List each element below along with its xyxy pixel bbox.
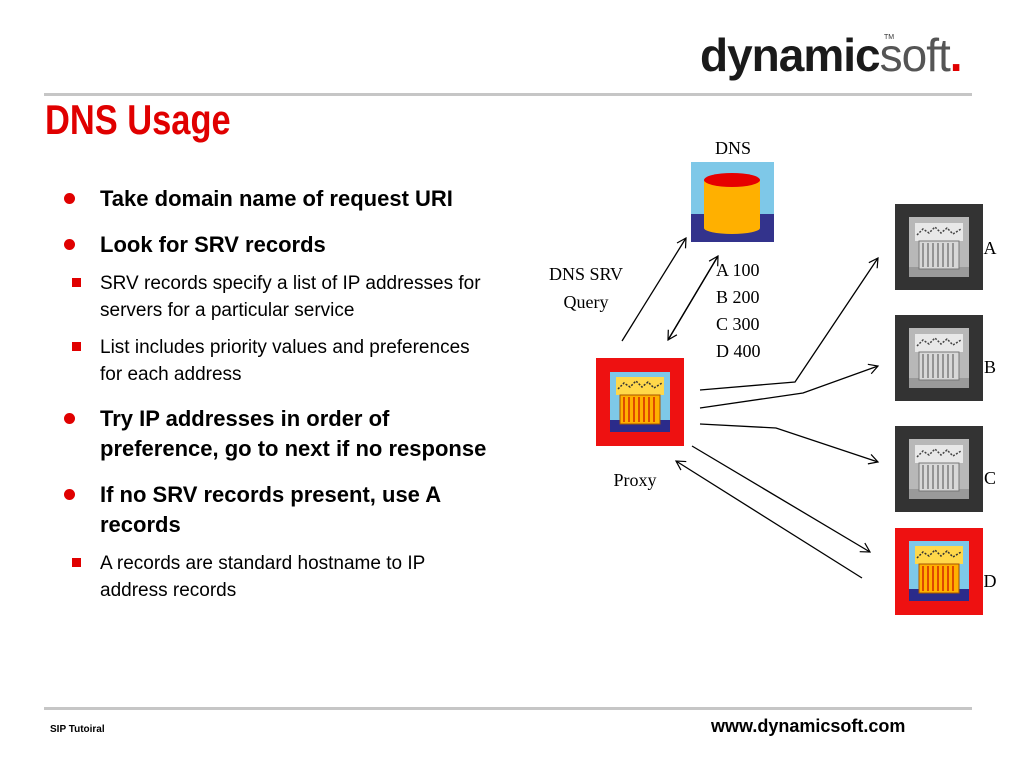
dns-label: DNS [714,138,751,158]
logo-trademark: TM [884,34,895,41]
slide-title: DNS Usage [45,96,231,143]
sub-bullet-square-icon [72,558,81,567]
sub-bullet-item: A records are standard hostname to IP ad… [15,550,490,604]
server-a-icon [895,204,983,290]
logo-bold-text: dynamic [700,29,881,81]
proxy-server-icon [596,358,684,446]
srv-record: B 200 [716,287,760,307]
bullet-dot-icon [64,489,75,500]
bullet-text: Try IP addresses in order of preference,… [100,406,487,461]
server-d-icon [895,528,983,615]
sub-bullet-item: SRV records specify a list of IP address… [15,270,490,324]
srv-query-arrow [621,236,687,342]
footer-rule [44,707,972,710]
bullet-dot-icon [64,413,75,424]
bullet-item: Look for SRV records [60,230,490,260]
dns-database-icon [691,162,774,242]
sub-bullet-item: List includes priority values and prefer… [15,334,490,388]
server-b-icon [895,315,983,401]
footer-left-text: SIP Tutoiral [50,724,105,735]
bullet-dot-icon [64,193,75,204]
bullet-list: Take domain name of request URI Look for… [60,184,490,614]
sub-bullet-square-icon [72,342,81,351]
srv-response-arrow-reverse [667,254,719,341]
sub-bullet-text: List includes priority values and prefer… [100,337,470,385]
srv-record: A 100 [716,260,760,280]
dns-srv-query-label-line1: DNS SRV [548,264,624,284]
logo-dot: . [949,29,963,81]
bullet-text: Look for SRV records [100,232,326,257]
footer-url: www.dynamicsoft.com [711,716,906,736]
server-a-label: A [983,238,997,258]
server-b-label: B [983,357,996,377]
arrow-to-server-a [699,256,879,391]
sub-bullet-text: SRV records specify a list of IP address… [100,273,481,321]
arrow-to-server-b [699,363,880,409]
bullet-text: If no SRV records present, use A records [100,482,441,537]
dynamicsoft-logo: dynamicsoft. TM [700,28,963,88]
bullet-item: If no SRV records present, use A records [60,480,490,540]
dns-srv-query-label-line2: Query [563,292,609,312]
sub-bullet-square-icon [72,278,81,287]
bullet-item: Try IP addresses in order of preference,… [60,404,490,464]
arrow-to-server-c [699,423,880,465]
bullet-item: Take domain name of request URI [60,184,490,214]
arrow-to-server-d [691,445,872,553]
srv-record: D 400 [716,341,761,361]
sub-bullet-text: A records are standard hostname to IP ad… [100,553,425,601]
srv-record: C 300 [716,314,760,334]
bullet-text: Take domain name of request URI [100,186,453,211]
server-c-icon [895,426,983,512]
arrow-from-server-d [674,460,863,579]
header-rule [44,93,972,96]
server-d-label: D [983,571,997,591]
logo-light-text: soft [879,29,951,81]
bullet-dot-icon [64,239,75,250]
server-c-label: C [983,468,996,488]
srv-record-list: A 100 B 200 C 300 D 400 [716,257,761,365]
proxy-label: Proxy [613,470,657,490]
